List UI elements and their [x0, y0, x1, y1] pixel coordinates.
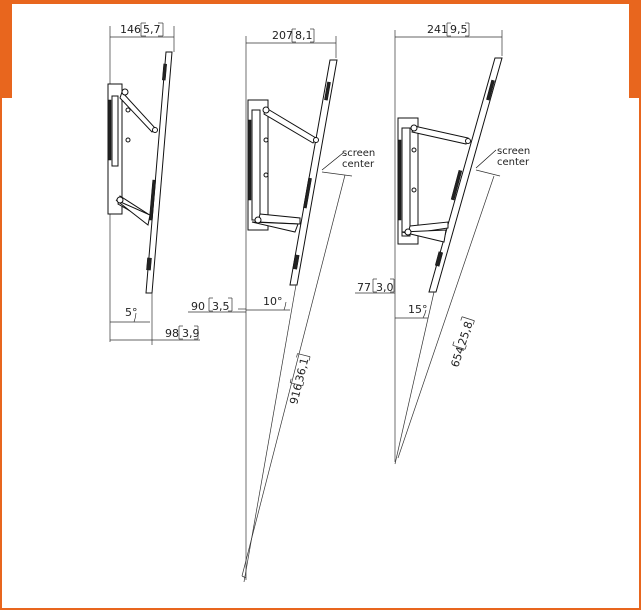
tilt-angle: 15° [408, 303, 428, 316]
diagonal-label: 916 36,1 [287, 353, 312, 406]
offset-inch: 3,0 [376, 281, 394, 294]
screen-center-label: screen [497, 146, 530, 157]
diagonal-inch: 36,1 [293, 356, 312, 383]
screen-center-label: center [497, 157, 530, 168]
wall-bracket [107, 83, 158, 226]
diagonal-dimension-line [241, 174, 346, 577]
bottom-depth-value: 98 [165, 327, 179, 340]
tilt-projection-line [394, 291, 435, 465]
dimension-value: 207 [272, 29, 293, 42]
screen-panel [289, 59, 338, 286]
dimension-inch: 8,1 [295, 29, 313, 42]
tilt-projection-line [243, 284, 297, 583]
bottom-depth-inch: 3,9 [182, 327, 200, 340]
wall-bracket [397, 117, 471, 245]
view-10-degree: 207 8,1 screen center [188, 28, 375, 583]
screen-center-label: screen [342, 148, 375, 159]
screen-panel [428, 57, 503, 293]
offset-inch: 3,5 [212, 300, 230, 313]
dimension-value: 146 [120, 23, 141, 36]
accent-band-right [629, 0, 641, 98]
dimension-value: 241 [427, 23, 448, 36]
view-15-degree: 241 9,5 screen center 7 [355, 22, 530, 465]
screen-panel [145, 51, 173, 294]
tilt-angle: 10° [263, 295, 283, 308]
offset-value: 77 [357, 281, 371, 294]
screen-center-leader [475, 149, 497, 169]
diagonal-value: 654 [448, 345, 467, 369]
dimension-inch: 9,5 [450, 23, 468, 36]
wall-bracket [247, 99, 319, 233]
diagonal-label: 654 25,8 [448, 316, 476, 369]
offset-value: 90 [191, 300, 205, 313]
dimension-inch: 5,7 [143, 23, 161, 36]
screen-center-leader [321, 152, 344, 171]
tilt-angle: 5° [125, 306, 138, 319]
diagonal-dimension-line [397, 175, 495, 459]
diagonal-inch: 25,8 [456, 320, 476, 347]
view-5-degree: 146 5,7 5° [107, 22, 200, 345]
screen-center-label: center [342, 159, 375, 170]
diagonal-value: 916 [287, 382, 305, 406]
accent-band-top [0, 0, 641, 4]
accent-band-left [0, 0, 12, 98]
